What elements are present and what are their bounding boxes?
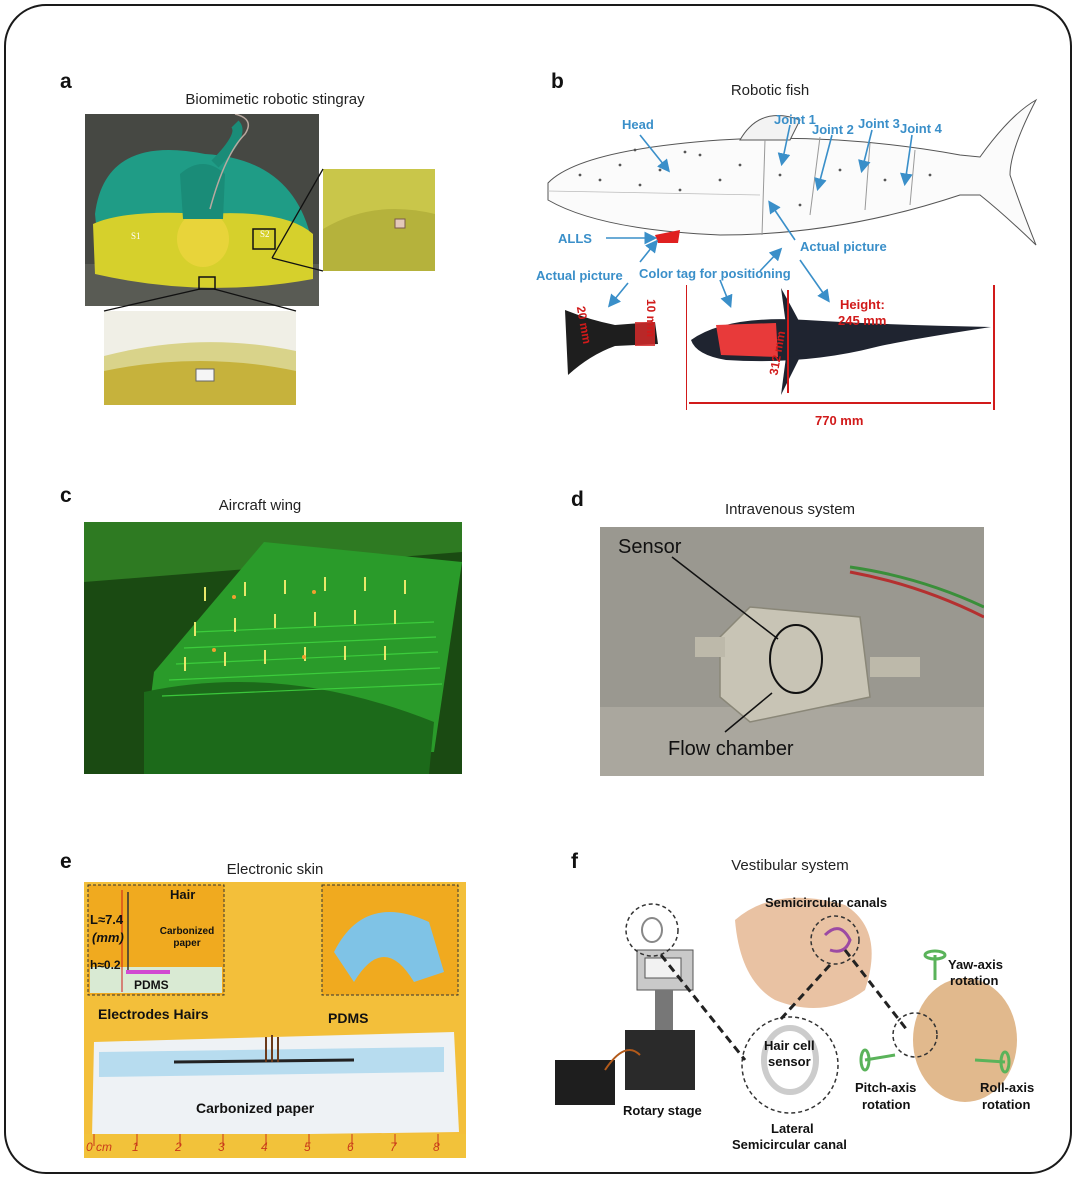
- stingray-zoom-s2: [323, 169, 435, 271]
- ruler-tick-8: 8: [433, 1140, 440, 1154]
- fish-joint4-label: Joint 4: [900, 121, 942, 136]
- fish-height-label: Height:: [840, 297, 885, 312]
- vest-sensor-label: sensor: [768, 1054, 811, 1069]
- panel-a-letter: a: [60, 70, 72, 93]
- eskin-length-label: L≈7.4: [90, 912, 124, 927]
- vestibular-illustration: [555, 897, 1017, 1114]
- fish-color-tag-label: Color tag for positioning: [639, 266, 791, 281]
- vest-pitch-rotation-label: rotation: [862, 1097, 911, 1112]
- s2-label: S2: [260, 229, 270, 239]
- fish-joint3-label: Joint 3: [858, 116, 900, 131]
- fish-joint2-label: Joint 2: [812, 122, 854, 137]
- fish-joint1-label: Joint 1: [774, 112, 816, 127]
- panel-c-title: Aircraft wing: [218, 497, 302, 514]
- panel-c-letter: c: [60, 484, 72, 507]
- panel-b-letter: b: [551, 70, 564, 93]
- ruler-tick-2: 2: [175, 1140, 182, 1154]
- ruler-tick-1: 1: [132, 1140, 139, 1154]
- iv-sensor-label: Sensor: [618, 536, 682, 558]
- ruler-tick-3: 3: [218, 1140, 225, 1154]
- stingray-zoom-sensor: [104, 311, 296, 405]
- s1-label: S1: [131, 231, 141, 241]
- panel-f-letter: f: [571, 850, 578, 873]
- vest-pitch-label: Pitch-axis: [855, 1080, 917, 1095]
- ruler-tick-4: 4: [261, 1140, 268, 1154]
- eskin-carbonized-inset-label: Carbonized paper: [159, 926, 215, 949]
- eskin-mm-label: (mm): [92, 930, 124, 945]
- vest-yaw-rotation-label: rotation: [950, 973, 999, 988]
- fish-photo: [686, 285, 995, 410]
- ruler-tick-7: 7: [390, 1140, 397, 1154]
- fish-head-label: Head: [622, 117, 654, 132]
- eskin-electrodes-hairs-label: Electrodes Hairs: [98, 1006, 209, 1022]
- panel-f-title: Vestibular system: [731, 857, 849, 874]
- intravenous-photo: [600, 527, 984, 776]
- vest-semicircular-label: Semicircular canals: [765, 895, 888, 910]
- eskin-pdms-label: PDMS: [328, 1010, 369, 1026]
- ruler-tick-6: 6: [347, 1140, 354, 1154]
- fish-height-value: 245 mm: [838, 313, 887, 328]
- fish-alls-label: ALLS: [558, 231, 592, 246]
- fish-length-770: 770 mm: [815, 413, 864, 428]
- panel-d-letter: d: [571, 488, 584, 511]
- fish-actual-picture-left-label: Actual picture: [536, 268, 623, 283]
- panel-d-title: Intravenous system: [724, 501, 856, 518]
- eskin-carbonized-label: Carbonized paper: [196, 1100, 315, 1116]
- vest-rotary-label: Rotary stage: [623, 1103, 702, 1118]
- alls-dim-10: 10 mm: [644, 298, 659, 338]
- aircraft-wing-photo: [84, 522, 462, 774]
- panel-b-title: Robotic fish: [730, 82, 810, 99]
- panel-e-title: Electronic skin: [226, 861, 324, 878]
- eskin-hair-label: Hair: [170, 887, 196, 902]
- iv-flow-chamber-label: Flow chamber: [668, 738, 794, 760]
- vest-yaw-label: Yaw-axis: [948, 957, 1003, 972]
- fish-drawing: [547, 98, 1038, 246]
- fish-actual-picture-right-label: Actual picture: [800, 239, 887, 254]
- vest-lateral-label: Lateral: [771, 1121, 814, 1136]
- eskin-pdms-inset-label: PDMS: [134, 978, 169, 992]
- stingray-zoom-lines: [103, 168, 324, 312]
- panel-e-letter: e: [60, 850, 72, 873]
- vest-roll-label: Roll-axis: [980, 1080, 1035, 1095]
- vest-lateral-canal-label: Semicircular canal: [732, 1137, 847, 1152]
- vest-hair-cell-label: Hair cell: [764, 1038, 815, 1053]
- eskin-height-label: h≈0.2: [90, 958, 121, 972]
- electronic-skin-photo: Hair L≈7.4 (mm) Carbonized paper h≈0.2 P…: [84, 882, 466, 1158]
- fish-label-arrows: [606, 124, 913, 308]
- ruler-unit-label: 0 cm: [86, 1140, 113, 1154]
- stingray-photo: S1 S2: [85, 114, 319, 306]
- ruler-tick-5: 5: [304, 1140, 311, 1154]
- vest-roll-rotation-label: rotation: [982, 1097, 1031, 1112]
- alls-photo: [565, 310, 658, 375]
- figure-frame: [4, 4, 1072, 1174]
- panel-a-title: Biomimetic robotic stingray: [185, 91, 365, 108]
